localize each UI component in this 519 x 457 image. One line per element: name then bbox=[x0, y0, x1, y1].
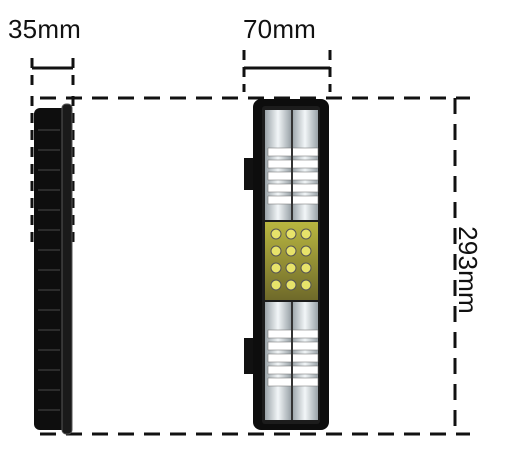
side-lens-edge bbox=[61, 103, 73, 435]
width-dimension-label: 70mm bbox=[243, 14, 317, 44]
amber-leds bbox=[270, 228, 312, 291]
mount-tab-top bbox=[244, 158, 254, 190]
mount-tab-bottom bbox=[244, 338, 254, 374]
side-view-light bbox=[34, 103, 73, 435]
front-view-light bbox=[244, 99, 329, 430]
dimension-lines bbox=[30, 50, 470, 436]
depth-dimension-label: 35mm bbox=[8, 14, 82, 44]
